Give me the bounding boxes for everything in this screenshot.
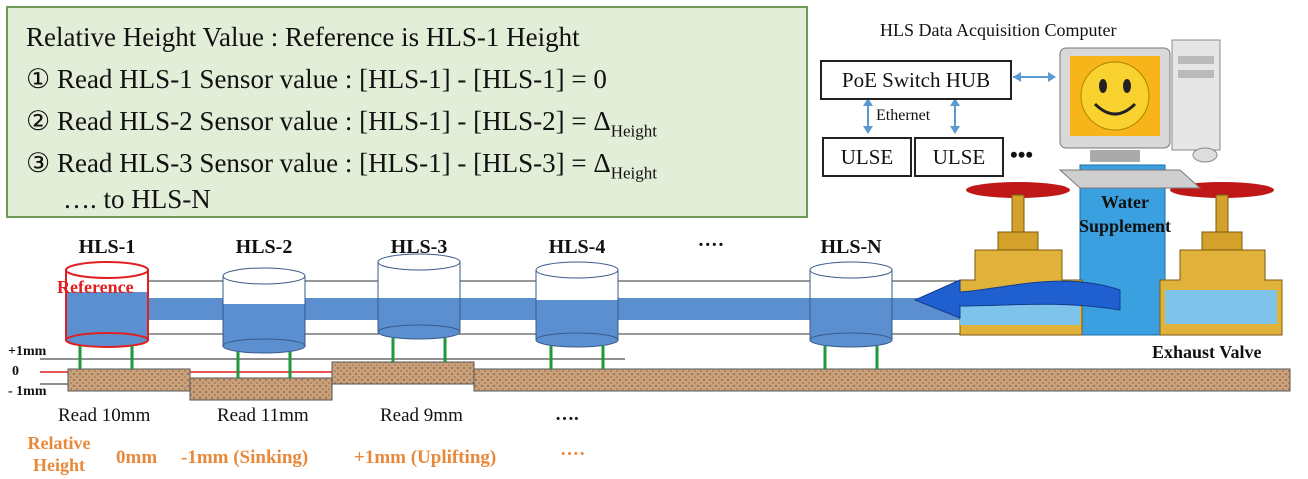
label-hls-1: HLS-1 [78, 236, 136, 258]
reference-label: Reference [57, 277, 134, 297]
ground-segment-4 [473, 368, 1291, 392]
poe-switch-box: PoE Switch HUB [820, 60, 1012, 100]
flow-arrow [913, 279, 1121, 319]
ground-segment-3 [331, 361, 475, 385]
ground-segment-1 [67, 368, 191, 392]
ulse-more-dots: ••• [1010, 142, 1034, 167]
sensor-hls-1 [65, 261, 149, 369]
water-supplement-label: Water Supplement [1078, 192, 1172, 236]
network-connectors [863, 72, 1056, 134]
relative-height-hls-3: +1mm (Uplifting) [354, 447, 497, 468]
ethernet-label: Ethernet [876, 107, 931, 124]
label-hls-3: HLS-3 [390, 236, 448, 258]
exhaust-valve [1159, 182, 1283, 336]
ulse-label-1: ULSE [840, 145, 894, 169]
scale-minus-1mm: - 1mm [8, 384, 47, 399]
sensor-hls-3 [377, 253, 461, 362]
relative-height-dots: ···· [560, 444, 586, 465]
relative-height-hls-2: -1mm (Sinking) [181, 447, 309, 468]
read-dots: …. [555, 404, 579, 425]
read-hls-1: Read 10mm [58, 405, 151, 426]
relative-height-hls-1: 0mm [116, 447, 158, 468]
water-pipe [100, 298, 960, 320]
info-line-3: ③ Read HLS-3 Sensor value : [HLS-1] - [H… [26, 148, 657, 183]
read-hls-2: Read 11mm [217, 405, 309, 426]
scale-zero: 0 [12, 364, 19, 379]
computer-icon [1058, 39, 1221, 189]
label-sensor-dots: ···· [697, 234, 725, 256]
sensor-hls-4 [535, 261, 619, 369]
read-hls-3: Read 9mm [380, 405, 463, 426]
relative-height-label: Relative Height [27, 433, 91, 475]
computer-title: HLS Data Acquisition Computer [880, 20, 1117, 40]
label-hls-4: HLS-4 [548, 236, 606, 258]
sensor-hls-2 [222, 267, 306, 378]
poe-switch-label: PoE Switch HUB [841, 68, 991, 92]
info-title: Relative Height Value : Reference is HLS… [26, 22, 580, 52]
label-hls-n: HLS-N [820, 236, 882, 258]
info-line-4: …. to HLS-N [63, 184, 211, 214]
ulse-box-2: ULSE [914, 137, 1004, 177]
info-panel: Relative Height Value : Reference is HLS… [6, 6, 808, 218]
ulse-label-2: ULSE [932, 145, 986, 169]
label-hls-2: HLS-2 [235, 236, 293, 258]
ground-segment-2 [189, 377, 333, 401]
sensor-hls-n [809, 261, 893, 369]
ulse-box-1: ULSE [822, 137, 912, 177]
info-line-1: ① Read HLS-1 Sensor value : [HLS-1] - [H… [26, 64, 607, 94]
scale-plus-1mm: +1mm [8, 344, 47, 359]
exhaust-valve-label: Exhaust Valve [1152, 342, 1262, 362]
info-line-2: ② Read HLS-2 Sensor value : [HLS-1] - [H… [26, 106, 657, 141]
